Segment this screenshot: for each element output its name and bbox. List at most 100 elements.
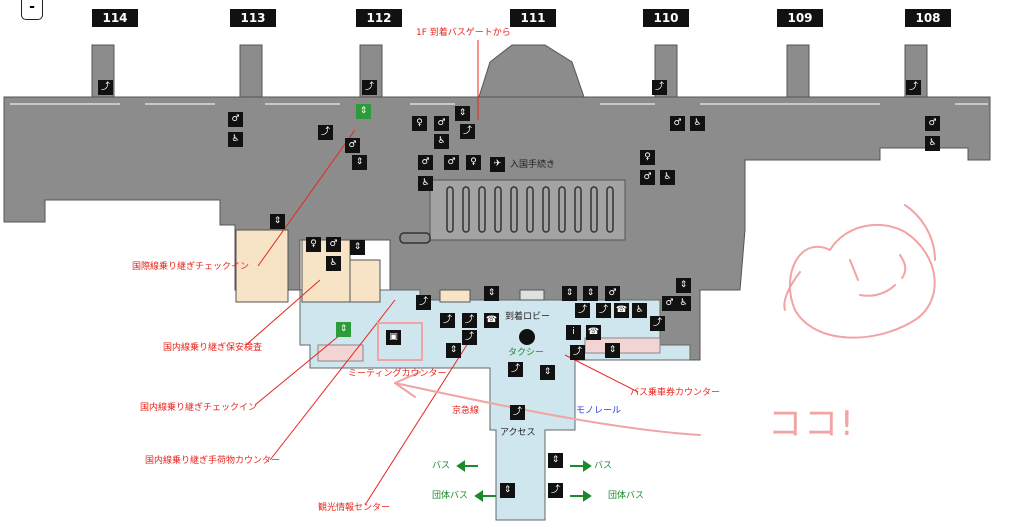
restroom-icon: ♂ <box>640 170 655 185</box>
counter-small <box>519 289 545 301</box>
phone-icon: ☎ <box>614 303 629 318</box>
phone-icon: ☎ <box>484 313 499 328</box>
elevator-icon: ⇕ <box>356 104 371 119</box>
bus-gate-label: 1F 到着バスゲートから <box>416 28 511 38</box>
escalator-icon: ⤴ <box>906 80 921 95</box>
dom-transfer-security-label: 国内線乗り継ぎ保安検査 <box>163 343 263 353</box>
elevator-icon: ⇕ <box>350 240 365 255</box>
dom-transfer-checkin-label: 国内線乗り継ぎチェックイン <box>140 403 258 413</box>
elevator-icon: ⇕ <box>540 365 555 380</box>
wheelchair-icon: ♿ <box>632 303 647 318</box>
elevator-icon: ⇕ <box>484 286 499 301</box>
elevator-icon: ⇕ <box>605 343 620 358</box>
escalator-icon: ⤴ <box>416 295 431 310</box>
elevator-icon: ⇕ <box>562 286 577 301</box>
immigration-booths <box>399 186 614 244</box>
elevator-icon: ⇕ <box>583 286 598 301</box>
immigration-label: 入国手続き <box>510 160 556 170</box>
escalator-icon: ⤴ <box>362 80 377 95</box>
bus-ticket-counter-label: バス乗車券カウンター <box>630 388 721 398</box>
monorail-label: モノレール <box>576 406 622 416</box>
elevator-icon: ⇕ <box>455 106 470 121</box>
escalator-icon: ⤴ <box>575 303 590 318</box>
handwritten-annotations <box>377 204 936 436</box>
restroom-icon: ♂ <box>326 237 341 252</box>
escalator-icon: ⤴ <box>548 483 563 498</box>
bus-arrows <box>456 460 592 502</box>
information-icon <box>519 329 535 345</box>
restroom-icon: ♀ <box>466 155 481 170</box>
meeting-counter-icon: ▣ <box>386 330 401 345</box>
gate-piers <box>91 44 928 101</box>
group-bus-right-label: 団体バス <box>608 491 645 501</box>
tourist-info-label: 観光情報センター <box>318 503 391 513</box>
wheelchair-icon: ♿ <box>676 296 691 311</box>
baby-room-icon: ♀ <box>640 150 655 165</box>
gate-110: 110 <box>643 9 689 27</box>
shop-area <box>349 259 381 303</box>
arrival-lobby-label: 到着ロビー <box>505 312 551 322</box>
gate-113: 113 <box>230 9 276 27</box>
restroom-icon: ♂ <box>925 116 940 131</box>
gate-114: 114 <box>92 9 138 27</box>
wheelchair-icon: ♿ <box>434 134 449 149</box>
immigration-icon: ✈ <box>490 157 505 172</box>
bus-ticket-area <box>584 337 661 354</box>
elevator-icon: ⇕ <box>270 214 285 229</box>
taxi-label: タクシー <box>508 348 545 358</box>
elevator-icon: ⇕ <box>352 155 367 170</box>
gate-109: 109 <box>777 9 823 27</box>
wheelchair-icon: ♿ <box>228 132 243 147</box>
meeting-counter-label: ミーティングカウンター <box>348 369 447 379</box>
leader-lines <box>245 40 639 506</box>
elevator-icon: ⇕ <box>500 483 515 498</box>
dom-transfer-baggage-label: 国内線乗り継ぎ手荷物カウンター <box>145 456 281 466</box>
gate-112: 112 <box>356 9 402 27</box>
bus-left-label: バス <box>432 461 451 471</box>
wheelchair-icon: ♿ <box>418 176 433 191</box>
restroom-icon: ♂ <box>345 138 360 153</box>
restroom-icon: ♂ <box>444 155 459 170</box>
restroom-icon: ♂ <box>670 116 685 131</box>
wheelchair-icon: ♿ <box>925 136 940 151</box>
restroom-icon: ♂ <box>662 296 677 311</box>
escalator-icon: ⤴ <box>510 405 525 420</box>
information-icon: i <box>566 325 581 340</box>
gate-111: 111 <box>510 9 556 27</box>
escalator-icon: ⤴ <box>462 313 477 328</box>
bus-right-label: バス <box>594 461 613 471</box>
elevator-icon: ⇕ <box>336 322 351 337</box>
restroom-icon: ♂ <box>418 155 433 170</box>
restroom-icon: ♂ <box>434 116 449 131</box>
gate-108: 108 <box>905 9 951 27</box>
escalator-icon: ⤴ <box>98 80 113 95</box>
transfer-checkin-area <box>235 229 289 303</box>
elevator-icon: ⇕ <box>446 343 461 358</box>
escalator-icon: ⤴ <box>440 313 455 328</box>
shop-small <box>439 289 471 303</box>
escalator-icon: ⤴ <box>570 345 585 360</box>
keikyu-label: 京急線 <box>452 406 480 416</box>
escalator-icon: ⤴ <box>508 362 523 377</box>
group-bus-left-label: 団体バス <box>432 491 469 501</box>
escalator-icon: ⤴ <box>318 125 333 140</box>
wheelchair-icon: ♿ <box>660 170 675 185</box>
escalator-icon: ⤴ <box>460 124 475 139</box>
escalator-icon: ⤴ <box>462 330 477 345</box>
escalator-icon: ⤴ <box>650 316 665 331</box>
wheelchair-icon: ♿ <box>690 116 705 131</box>
restroom-icon: ♂ <box>605 286 620 301</box>
baby-room-icon: ♀ <box>306 237 321 252</box>
handwritten-here-note: ココ! <box>768 404 856 444</box>
escalator-icon: ⤴ <box>596 303 611 318</box>
elevator-icon: ⇕ <box>676 278 691 293</box>
collapse-button[interactable]: - <box>21 0 43 20</box>
wheelchair-icon: ♿ <box>326 256 341 271</box>
elevator-icon: ⇕ <box>548 453 563 468</box>
restroom-icon: ♂ <box>228 112 243 127</box>
baby-room-icon: ♀ <box>412 116 427 131</box>
phone-icon: ☎ <box>586 325 601 340</box>
intl-transfer-checkin-label: 国際線乗り継ぎチェックイン <box>132 262 250 272</box>
